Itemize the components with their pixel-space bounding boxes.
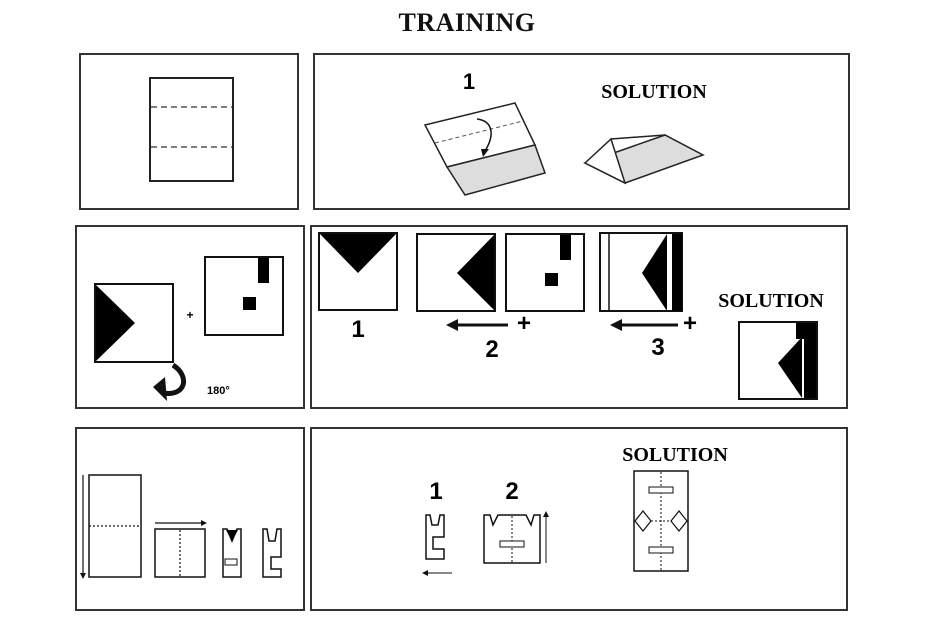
step-2-square-b — [505, 233, 585, 312]
row2-problem-panel: + 180° — [75, 225, 305, 409]
row2-solution-panel: 1 2 + 3 + SOLUTION — [310, 225, 848, 409]
step-1-label: 1 — [429, 478, 442, 505]
arrow-left-icon — [446, 319, 508, 331]
step-1-label: 1 — [351, 316, 364, 343]
folded-strip-icon — [80, 474, 142, 579]
step-2-shape — [483, 511, 549, 564]
step-2-label: 2 — [505, 478, 518, 505]
solution-label: SOLUTION — [718, 290, 824, 312]
step-1-square — [318, 232, 398, 311]
solution-label: SOLUTION — [622, 444, 728, 466]
row3-solution-panel: 1 2 SOLUTION — [310, 427, 848, 611]
step-3-label: 3 — [651, 334, 664, 361]
arrow-left-icon — [610, 319, 678, 331]
triangle-square-icon — [94, 283, 174, 363]
rotate-arrow-icon — [153, 362, 186, 401]
rotation-problem-diagram: + 180° — [94, 256, 284, 401]
prism-solution-icon — [583, 134, 705, 185]
cut-shape-icon — [222, 528, 242, 578]
page-title: TRAINING — [398, 8, 536, 37]
row1-problem-panel — [79, 53, 299, 210]
folded-sheet-diagram — [149, 77, 234, 182]
step-2-square-a — [416, 233, 496, 312]
solution-square — [738, 321, 818, 400]
plus-sign: + — [683, 310, 697, 337]
step-1-shape — [422, 514, 452, 576]
plus-sign: + — [186, 308, 193, 322]
row1-solution-panel: 1 SOLUTION — [313, 53, 850, 210]
plus-sign: + — [517, 310, 531, 337]
overlay-steps-diagram: 1 2 + 3 + SOLUTION — [318, 232, 824, 400]
rotation-label: 180° — [207, 385, 230, 397]
cutout-problem-diagram — [80, 474, 282, 579]
unfolding-steps-diagram: 1 2 SOLUTION — [422, 444, 728, 576]
cut-result-icon — [262, 528, 282, 578]
row3-problem-panel — [75, 427, 305, 611]
solution-shape — [633, 470, 689, 572]
step-3-square — [599, 232, 683, 312]
step-1-label: 1 — [463, 69, 475, 94]
folding-sheet-icon — [423, 102, 546, 196]
folded-square-icon — [154, 520, 207, 578]
solution-label: SOLUTION — [601, 81, 707, 103]
bar-square-icon — [204, 256, 284, 336]
folding-steps-diagram: 1 SOLUTION — [423, 69, 707, 196]
step-2-label: 2 — [485, 336, 498, 363]
